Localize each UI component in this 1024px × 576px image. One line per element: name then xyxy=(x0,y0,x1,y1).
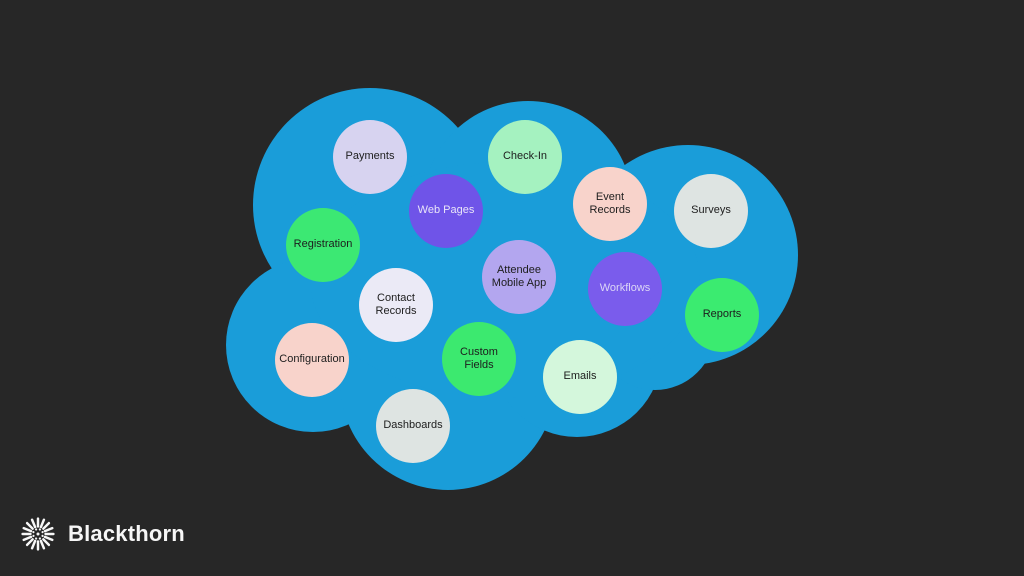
bubble-custom-fields-label: Custom Fields xyxy=(460,345,498,371)
bubble-workflows: Workflows xyxy=(588,252,662,326)
bubble-event-records: Event Records xyxy=(573,167,647,241)
bubble-reports: Reports xyxy=(685,278,759,352)
bubble-reports-label: Reports xyxy=(702,308,742,321)
bubble-attendee-mobile-app: Attendee Mobile App xyxy=(482,240,556,314)
bubble-event-records-label: Event Records xyxy=(589,190,631,216)
bubble-contact-records-label: Contact Records xyxy=(375,291,417,317)
bubble-contact-records: Contact Records xyxy=(359,268,433,342)
bubble-surveys: Surveys xyxy=(674,174,748,248)
sunburst-flower-icon xyxy=(21,517,55,551)
bubble-emails-label: Emails xyxy=(563,370,597,383)
bubble-configuration: Configuration xyxy=(275,323,349,397)
bubble-configuration-label: Configuration xyxy=(279,353,345,366)
bubble-web-pages-label: Web Pages xyxy=(417,204,475,217)
bubble-surveys-label: Surveys xyxy=(691,204,731,217)
bubble-payments: Payments xyxy=(333,120,407,194)
bubble-check-in-label: Check-In xyxy=(502,150,548,163)
bubble-emails: Emails xyxy=(543,340,617,414)
bubble-dashboards: Dashboards xyxy=(376,389,450,463)
blackthorn-logo: Blackthorn xyxy=(19,511,185,557)
bubble-registration-label: Registration xyxy=(293,238,353,251)
bubble-payments-label: Payments xyxy=(345,150,395,163)
bubble-workflows-label: Workflows xyxy=(599,282,651,295)
bubble-custom-fields: Custom Fields xyxy=(442,322,516,396)
bubble-registration: Registration xyxy=(286,208,360,282)
bubble-dashboards-label: Dashboards xyxy=(383,419,443,432)
bubble-web-pages: Web Pages xyxy=(409,174,483,248)
blackthorn-wordmark: Blackthorn xyxy=(68,521,185,546)
bubble-check-in: Check-In xyxy=(488,120,562,194)
bubble-attendee-mobile-app-label: Attendee Mobile App xyxy=(491,263,547,289)
